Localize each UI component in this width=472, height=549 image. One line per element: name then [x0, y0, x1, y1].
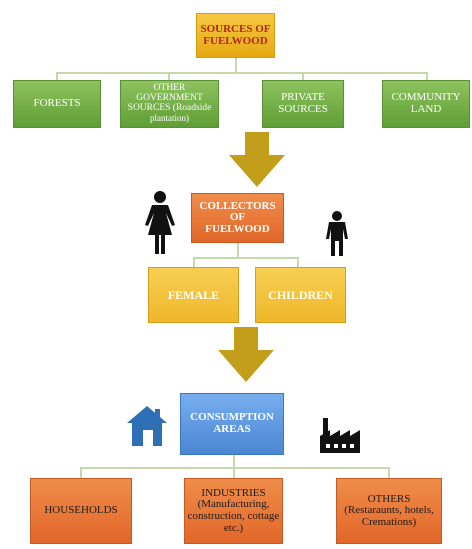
sources-of-fuelwood-box: SOURCES OF FUELWOOD — [196, 13, 275, 58]
connector-top-drop-4 — [426, 72, 428, 80]
children-label: CHILDREN — [268, 287, 333, 302]
private-line1: PRIVATE — [281, 91, 325, 104]
consumption-title-line2: AREAS — [213, 423, 251, 435]
collectors-title-line1: COLLECTORS OF — [199, 199, 276, 224]
other-gov-line4: plantation) — [150, 113, 189, 124]
connector-consumption-horizontal — [80, 467, 390, 469]
sources-title-line2: FUELWOOD — [203, 34, 268, 47]
others-line2: (Restaraunts, hotels, — [344, 504, 434, 517]
connector-consumption-drop-2 — [233, 467, 235, 478]
connector-top-drop-2 — [168, 72, 170, 80]
sources-title-line1: SOURCES OF — [200, 22, 271, 35]
house-icon — [127, 406, 167, 446]
collectors-of-fuelwood-box: COLLECTORS OF FUELWOOD — [191, 193, 284, 243]
connector-consumption-drop-1 — [80, 467, 82, 478]
other-government-sources-box: OTHER GOVERNMENT SOURCES (Roadside plant… — [120, 80, 219, 128]
industries-line2: (Manufacturing, — [197, 498, 270, 511]
connector-collectors-drop-1 — [193, 257, 195, 267]
down-arrow-icon-2 — [218, 327, 274, 382]
consumption-title-line1: CONSUMPTION — [190, 411, 274, 424]
connector-collectors-horizontal — [193, 257, 299, 259]
others-line1: OTHERS — [367, 492, 411, 505]
others-line3: Cremations) — [361, 515, 417, 528]
female-label: FEMALE — [167, 287, 220, 302]
connector-consumption-drop-3 — [388, 467, 390, 478]
connector-top-drop-1 — [56, 72, 58, 80]
other-gov-line3: SOURCES (Roadside — [127, 103, 212, 114]
industries-line3: construction, cottage — [187, 510, 280, 522]
connector-top-drop-3 — [302, 72, 304, 80]
factory-icon — [320, 418, 360, 453]
other-gov-line1: OTHER — [153, 83, 186, 94]
others-box: OTHERS (Restaraunts, hotels, Cremations) — [336, 478, 442, 544]
industries-line4: etc.) — [223, 521, 244, 534]
private-line2: SOURCES — [278, 103, 328, 115]
collectors-title-line2: FUELWOOD — [205, 222, 270, 235]
industries-box: INDUSTRIES (Manufacturing, construction,… — [184, 478, 283, 544]
connector-collectors-drop-2 — [297, 257, 299, 267]
private-sources-box: PRIVATE SOURCES — [262, 80, 344, 128]
connector-top-vertical — [235, 58, 237, 73]
female-box: FEMALE — [148, 267, 239, 323]
other-gov-line2: GOVERNMENT — [136, 93, 203, 104]
community-land-box: COMMUNITY LAND — [382, 80, 470, 128]
male-icon — [326, 211, 348, 256]
female-icon — [145, 191, 175, 254]
community-line1: COMMUNITY — [391, 91, 461, 104]
connector-consumption-vertical — [233, 455, 235, 468]
connector-top-horizontal — [56, 72, 428, 74]
forests-box: FORESTS — [13, 80, 101, 128]
households-box: HOUSEHOLDS — [30, 478, 132, 544]
forests-label: FORESTS — [33, 97, 81, 110]
households-label: HOUSEHOLDS — [44, 504, 118, 517]
consumption-areas-box: CONSUMPTION AREAS — [180, 393, 284, 455]
children-box: CHILDREN — [255, 267, 346, 323]
connector-collectors-vertical — [237, 243, 239, 258]
industries-line1: INDUSTRIES — [201, 486, 266, 499]
community-line2: LAND — [410, 103, 442, 115]
down-arrow-icon — [229, 132, 285, 187]
